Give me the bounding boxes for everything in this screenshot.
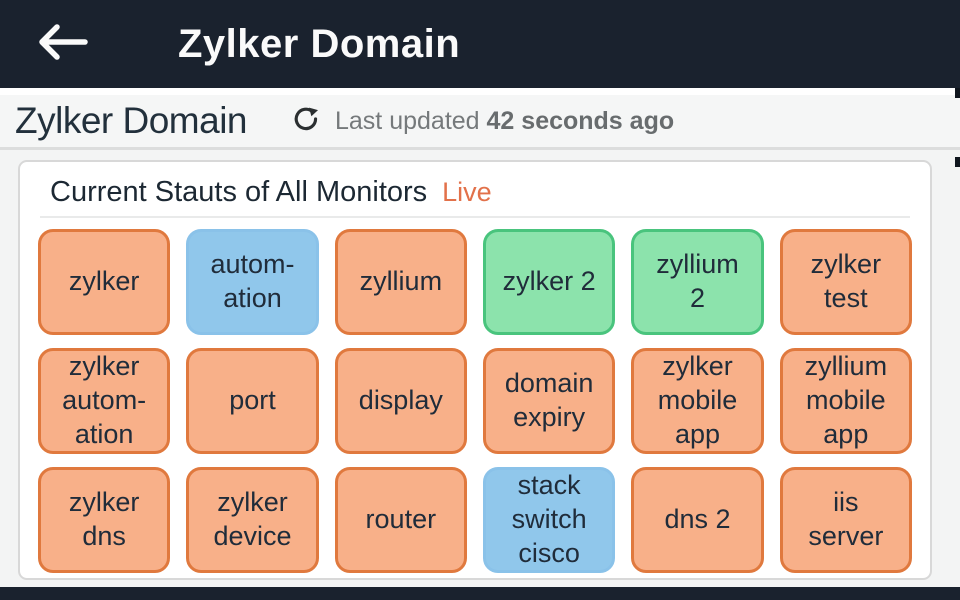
card-title: Current Stauts of All Monitors — [50, 176, 428, 208]
monitor-tile[interactable]: zylker 2 — [482, 229, 616, 335]
monitor-tile[interactable]: zylker device — [186, 467, 319, 573]
last-updated-label: Last updated — [335, 106, 480, 135]
last-updated-value: 42 seconds ago — [486, 106, 675, 135]
subheader: Zylker Domain Last updated 42 seconds ag… — [0, 95, 960, 150]
back-button[interactable] — [34, 22, 90, 66]
monitor-tile[interactable]: iis server — [779, 467, 912, 573]
page-title: Zylker Domain — [15, 100, 248, 141]
monitor-tile[interactable]: autom- ation — [186, 229, 319, 335]
monitor-tile[interactable]: zylker — [38, 229, 171, 335]
monitor-tile[interactable]: display — [334, 348, 467, 454]
monitor-tile[interactable]: zyllium mobile app — [779, 348, 912, 454]
monitor-tile[interactable]: zylker dns — [38, 467, 171, 573]
scrollbar-mark — [955, 88, 960, 98]
card-header: Current Stauts of All Monitors Live — [50, 176, 912, 209]
monitor-tile[interactable]: zylker mobile app — [631, 348, 764, 454]
app-bar-title: Zylker Domain — [178, 21, 461, 66]
monitor-tile[interactable]: zylker autom- ation — [38, 348, 171, 454]
monitor-tile[interactable]: dns 2 — [631, 467, 764, 573]
monitor-tile[interactable]: domain expiry — [482, 348, 616, 454]
arrow-left-icon — [36, 23, 88, 66]
monitor-tile[interactable]: router — [334, 467, 467, 573]
refresh-icon — [292, 105, 320, 138]
live-badge: Live — [442, 177, 492, 207]
monitor-tile[interactable]: zyllium — [334, 229, 467, 335]
last-updated-text: Last updated 42 seconds ago — [335, 107, 674, 136]
monitor-tile[interactable]: port — [186, 348, 319, 454]
refresh-button[interactable] — [289, 104, 323, 138]
monitor-tile[interactable]: zyllium 2 — [631, 229, 764, 335]
header-gap — [0, 88, 960, 95]
monitors-card: Current Stauts of All Monitors Live zylk… — [18, 160, 932, 580]
bottom-bar — [0, 587, 960, 600]
monitor-tile[interactable]: zylker test — [779, 229, 912, 335]
scrollbar-mark — [955, 157, 960, 167]
app-bar: Zylker Domain — [0, 0, 960, 88]
monitor-tile[interactable]: stack switch cisco — [482, 467, 616, 573]
card-title-divider — [40, 216, 910, 218]
